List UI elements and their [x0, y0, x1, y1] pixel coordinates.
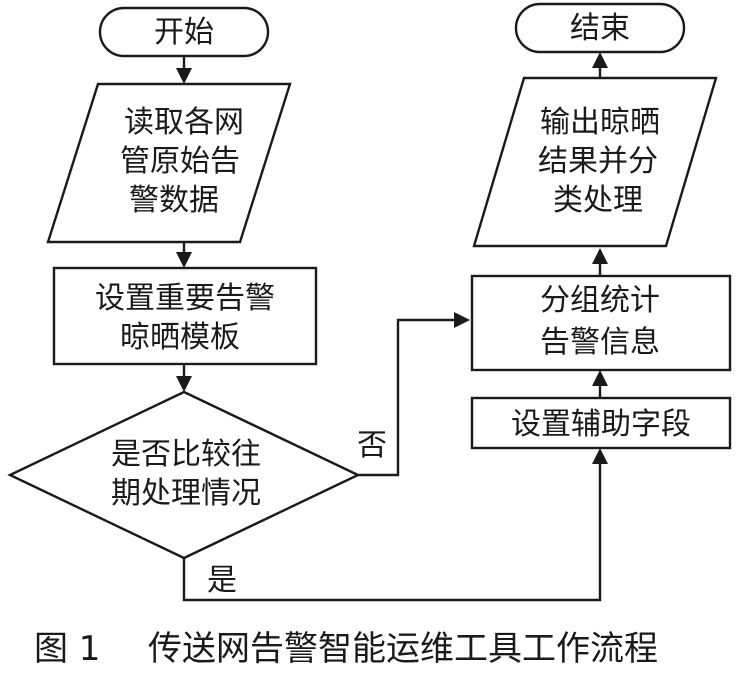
edge-decision-no-to-group — [358, 318, 456, 477]
decision-node: 是否比较往 期处理情况 — [7, 390, 361, 560]
arrowhead-no-to-group — [454, 312, 470, 328]
group-stats-line-1: 分组统计 — [540, 283, 660, 318]
end-terminal: 结束 — [514, 2, 686, 54]
end-terminal-label: 结束 — [570, 11, 630, 46]
arrowhead-template-to-decision — [176, 376, 192, 392]
no-branch-label: 否 — [357, 428, 387, 463]
read-data-node: 读取各网 管原始告 警数据 — [46, 82, 292, 244]
start-terminal: 开始 — [98, 6, 270, 58]
output-line-3: 类处理 — [553, 183, 643, 218]
group-stats-node: 分组统计 告警信息 — [470, 274, 732, 372]
arrowhead-output-to-end — [592, 52, 608, 68]
start-terminal-label: 开始 — [154, 15, 214, 50]
yes-branch-label: 是 — [207, 563, 237, 598]
edge-decision-yes-to-aux — [182, 462, 602, 602]
read-data-shape — [46, 82, 292, 244]
decision-line-2: 期处理情况 — [111, 476, 261, 511]
group-stats-line-2: 告警信息 — [540, 325, 660, 360]
output-shape — [472, 76, 718, 248]
arrowhead-start-to-read — [176, 68, 192, 84]
read-data-line-3: 警数据 — [129, 183, 219, 218]
group-stats-shape — [470, 274, 732, 372]
template-shape — [52, 266, 318, 366]
output-line-2: 结果并分 — [538, 144, 658, 179]
read-data-line-1: 读取各网 — [124, 105, 244, 140]
output-node: 输出晾晒 结果并分 类处理 — [472, 76, 718, 248]
figure-caption: 图 1 传送网告警智能运维工具工作流程 — [34, 629, 658, 669]
arrowhead-group-to-output — [592, 248, 608, 264]
decision-line-1: 是否比较往 — [111, 437, 261, 472]
arrowhead-aux-to-group — [592, 370, 608, 386]
output-line-1: 输出晾晒 — [540, 105, 660, 140]
arrowhead-read-to-template — [176, 252, 192, 268]
aux-field-label: 设置辅助字段 — [511, 407, 691, 442]
aux-field-node: 设置辅助字段 — [470, 396, 732, 450]
read-data-line-2: 管原始告 — [120, 144, 240, 179]
template-line-1: 设置重要告警 — [95, 281, 275, 316]
end-terminal-shape — [514, 2, 686, 54]
decision-shape — [7, 390, 361, 560]
template-line-2: 晾晒模板 — [120, 320, 240, 355]
template-node: 设置重要告警 晾晒模板 — [52, 266, 318, 366]
aux-field-shape — [470, 396, 732, 450]
figure-number: 图 1 — [34, 629, 100, 669]
figure-title: 传送网告警智能运维工具工作流程 — [148, 629, 658, 669]
arrowhead-yes-to-aux — [592, 448, 608, 464]
